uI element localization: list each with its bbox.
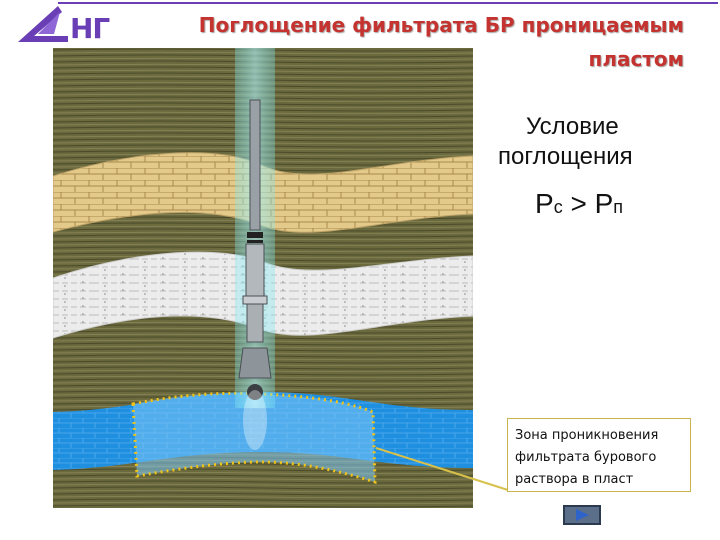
next-button[interactable] <box>563 505 601 525</box>
callout-line-3: раствора в пласт <box>515 469 683 491</box>
formula-right: Р <box>595 188 614 219</box>
condition-line-2: поглощения <box>478 142 698 172</box>
formula-left-sub: с <box>554 197 563 217</box>
callout-line-2: фильтрата бурового <box>515 447 683 469</box>
pressure-formula: Рс > Рп <box>535 188 623 220</box>
condition-line-1: Условие <box>478 112 698 142</box>
play-next-icon <box>565 507 599 523</box>
logo-text: НГ <box>70 12 109 45</box>
callout-line-1: Зона проникновения <box>515 425 683 447</box>
formula-left: Р <box>535 188 554 219</box>
title-line-1: Поглощение фильтрата БР проницаемым <box>124 8 684 42</box>
filtrate-plume <box>243 390 267 450</box>
header-rule <box>58 2 718 4</box>
callout-box: Зона проникновения фильтрата бурового ра… <box>507 418 691 492</box>
formula-op: > <box>563 188 595 219</box>
logo: НГ <box>10 4 110 50</box>
formation-diagram <box>53 48 473 508</box>
condition-text: Условие поглощения <box>478 112 698 172</box>
formula-right-sub: п <box>613 197 623 217</box>
